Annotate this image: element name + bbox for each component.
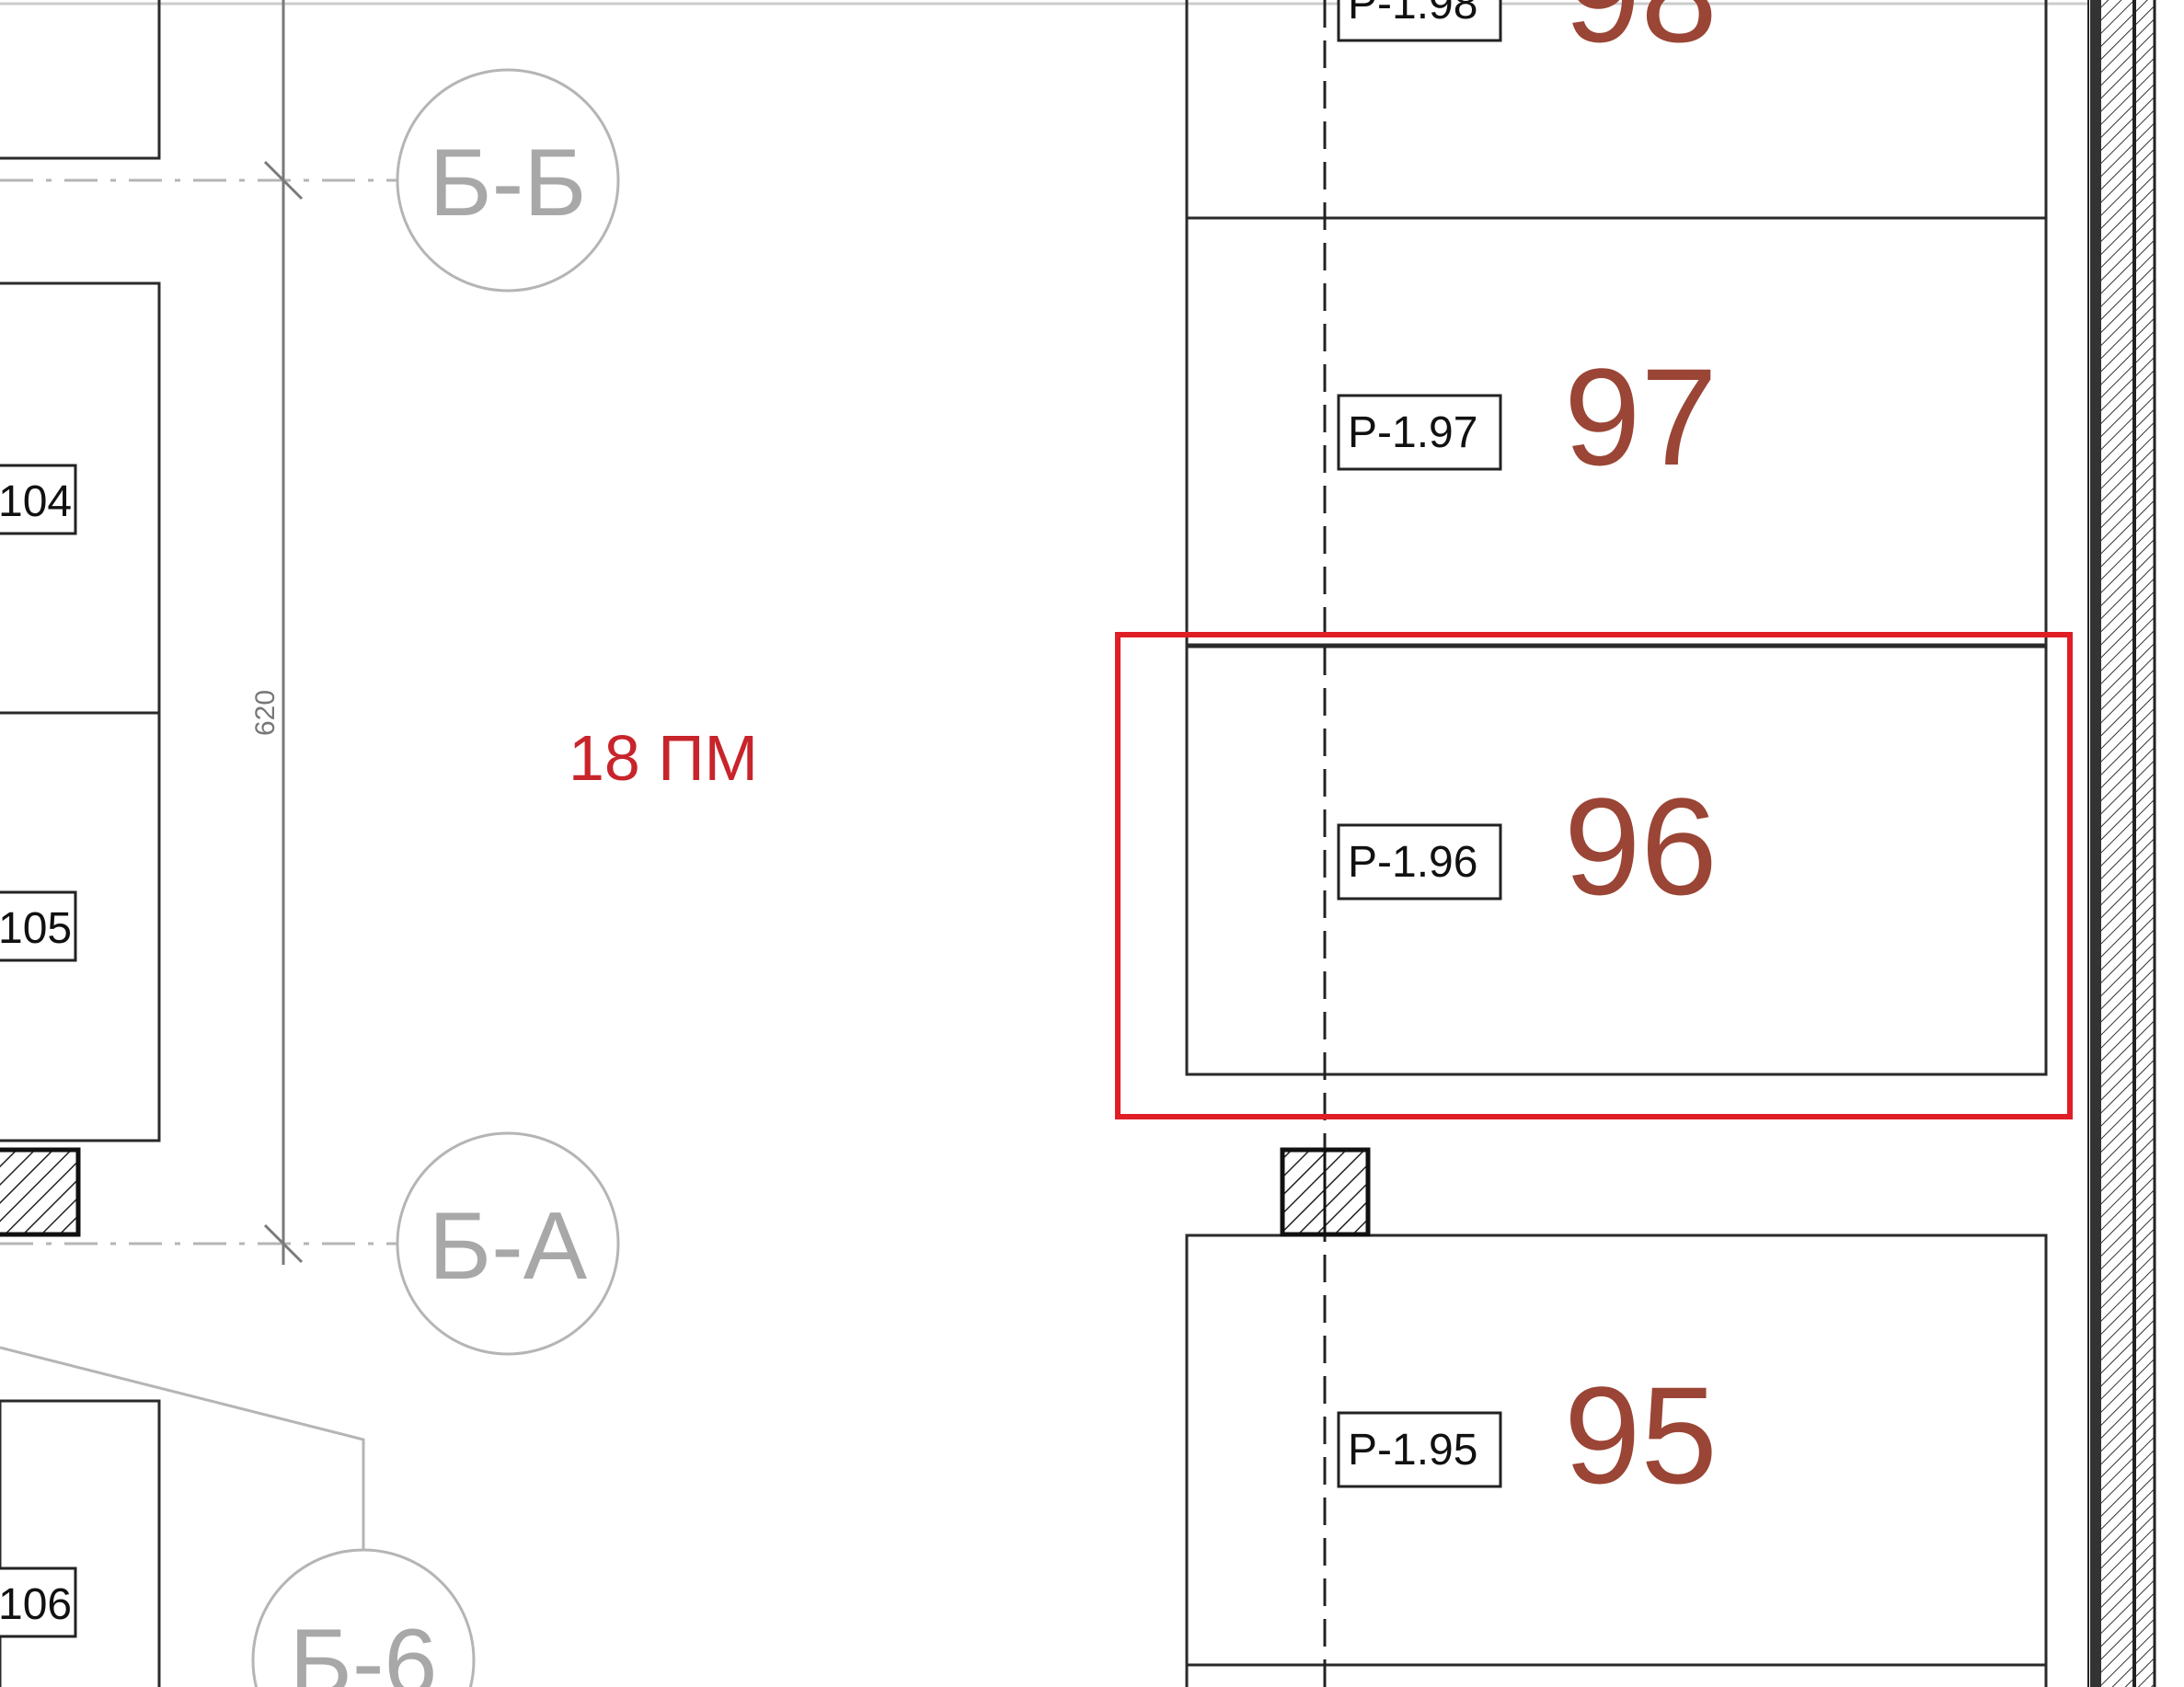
- axis-bubble-bottom: Б-6: [0, 1346, 476, 1687]
- parking-space-96[interactable]: P-1.96 96: [1337, 769, 1718, 924]
- left-structural-column: [0, 1147, 81, 1237]
- space-number: 98: [1564, 0, 1718, 71]
- left-parking-column: [0, 0, 161, 1687]
- space-tag: P-1.95: [1348, 1426, 1477, 1475]
- space-number: 97: [1564, 339, 1718, 494]
- highlight-frame: [1115, 632, 2073, 1119]
- space-tag: P-1.98: [1348, 0, 1477, 29]
- left-space-tag-104: 104: [0, 464, 77, 535]
- right-parking-column: [1185, 0, 2048, 1687]
- space-number: 96: [1564, 769, 1718, 924]
- svg-text:105: 105: [0, 904, 72, 953]
- svg-text:104: 104: [0, 477, 72, 526]
- space-tag-box: [1337, 0, 1502, 42]
- space-tag: P-1.96: [1348, 838, 1477, 887]
- parking-space-97[interactable]: P-1.97 97: [1337, 339, 1718, 494]
- axis-bubble-top: Б-Б: [396, 68, 620, 293]
- svg-text:Б-6: Б-6: [290, 1610, 438, 1687]
- parking-space-98[interactable]: P-1.98 98: [1337, 0, 1718, 71]
- left-space-tag-105: 105: [0, 890, 77, 962]
- space-tag-box: [1337, 394, 1502, 471]
- axis-bubble-middle: Б-А: [396, 1131, 620, 1356]
- space-tag-box: [1337, 823, 1502, 901]
- dimension-line: [263, 0, 304, 1265]
- svg-text:Б-А: Б-А: [429, 1193, 588, 1300]
- svg-text:106: 106: [0, 1580, 72, 1629]
- zone-label: 18 ПМ: [569, 722, 758, 794]
- space-tag-box: [1337, 1411, 1502, 1488]
- parking-space-95[interactable]: P-1.95 95: [1337, 1358, 1718, 1512]
- left-space-tag-106: 106: [0, 1566, 77, 1638]
- space-number: 95: [1564, 1358, 1718, 1512]
- space-tag: P-1.97: [1348, 408, 1477, 457]
- dimension-label: 620: [250, 690, 281, 736]
- svg-text:Б-Б: Б-Б: [429, 130, 586, 236]
- right-wall: [2087, 0, 2156, 1687]
